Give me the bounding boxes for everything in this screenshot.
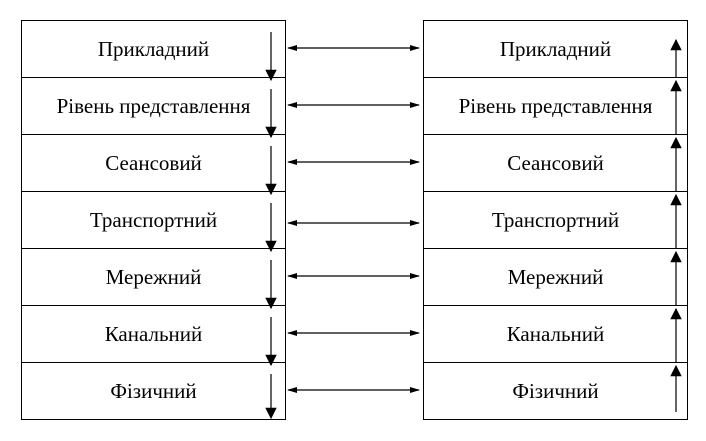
left-layer-presentation: Рівень представлення [22, 78, 285, 135]
right-layer-network: Мережний [424, 249, 687, 306]
left-layer-datalink: Канальний [22, 306, 285, 363]
right-layer-presentation: Рівень представлення [424, 78, 687, 135]
left-layer-transport: Транспортний [22, 192, 285, 249]
peer-arrows-group [287, 45, 420, 393]
left-layer-session: Сеансовий [22, 135, 285, 192]
left-layer-network: Мережний [22, 249, 285, 306]
left-layer-application: Прикладний [22, 21, 285, 78]
right-stack: Прикладний Рівень представлення Сеансови… [423, 20, 688, 420]
right-layer-application: Прикладний [424, 21, 687, 78]
right-layer-transport: Транспортний [424, 192, 687, 249]
left-stack: Прикладний Рівень представлення Сеансови… [21, 20, 286, 420]
right-layer-session: Сеансовий [424, 135, 687, 192]
right-layer-physical: Фізичний [424, 363, 687, 420]
left-layer-physical: Фізичний [22, 363, 285, 420]
right-layer-datalink: Канальний [424, 306, 687, 363]
